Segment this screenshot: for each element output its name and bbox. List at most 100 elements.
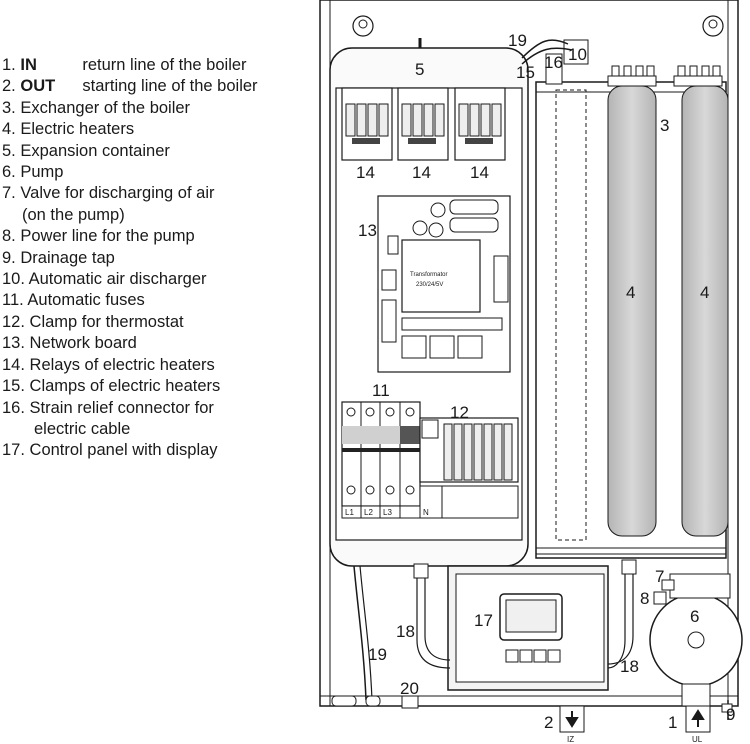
callout-12: 12 xyxy=(450,403,469,422)
legend-text: return line of the boiler xyxy=(82,56,247,74)
callout-20: 20 xyxy=(400,679,419,698)
callout-14a: 14 xyxy=(356,163,375,182)
relay-group-2 xyxy=(397,87,449,161)
legend-number: 7. xyxy=(2,184,16,203)
callout-18-left: 18 xyxy=(396,622,415,641)
legend-number: 6. xyxy=(2,163,16,182)
legend-item: 11. Automatic fuses xyxy=(2,290,312,311)
legend-text: Pump xyxy=(20,163,64,182)
legend-number: 16. xyxy=(2,398,25,417)
terminal-l2: L2 xyxy=(364,508,373,517)
port-iz-label: IZ xyxy=(567,735,574,744)
callout-19-top: 19 xyxy=(508,31,527,50)
drainage-tap-20 xyxy=(401,695,419,709)
legend-key: OUT xyxy=(20,77,56,96)
callout-8: 8 xyxy=(640,589,649,608)
control-panel xyxy=(447,565,609,691)
relay-group-3 xyxy=(454,87,506,161)
legend-number: 14. xyxy=(2,355,25,374)
transformer-rating: 230/24/5V xyxy=(416,282,443,288)
legend-item: 8. Power line for the pump xyxy=(2,226,312,247)
port-out xyxy=(559,705,585,733)
mounting-hole-left xyxy=(352,15,374,37)
heater-head-1 xyxy=(607,65,657,87)
legend-number: 4. xyxy=(2,120,16,139)
legend-continuation: (on the pump) xyxy=(22,205,125,224)
pipe-right xyxy=(607,559,637,669)
callout-2: 2 xyxy=(544,713,553,732)
pipe-left xyxy=(413,563,451,669)
boiler-diagram: 19 15 16 10 5 3 4 4 14 14 14 13 Transfor… xyxy=(319,0,743,744)
legend-text: Clamp for thermostat xyxy=(29,312,184,331)
legend-continuation: electric cable xyxy=(34,419,131,438)
transformer-label: Transformator xyxy=(410,272,447,278)
terminal-l1: L1 xyxy=(345,508,354,517)
legend-text: starting line of the boiler xyxy=(82,77,258,96)
legend-number: 3. xyxy=(2,98,16,117)
terminal-strip xyxy=(341,485,443,519)
electric-cable-lower xyxy=(353,565,367,701)
terminal-n: N xyxy=(423,508,429,517)
port-in xyxy=(685,705,711,733)
thermostat-clamps xyxy=(419,417,519,519)
callout-6: 6 xyxy=(690,607,699,626)
port-ul-label: UL xyxy=(692,735,703,744)
legend-item: 15. Clamps of electric heaters xyxy=(2,376,312,397)
legend-number: 9. xyxy=(2,248,16,267)
legend-text: Power line for the pump xyxy=(20,227,195,246)
callout-17: 17 xyxy=(474,611,493,630)
legend-number: 11. xyxy=(2,291,24,310)
legend-text: Drainage tap xyxy=(20,248,115,267)
callout-4b: 4 xyxy=(700,283,709,302)
legend-text: Valve for discharging of air xyxy=(20,184,215,203)
callout-15: 15 xyxy=(516,63,535,82)
legend-text: Exchanger of the boiler xyxy=(20,98,191,117)
legend-text: Automatic air discharger xyxy=(28,270,207,289)
heater-head-2 xyxy=(673,65,723,87)
legend-item: 17. Control panel with display xyxy=(2,440,312,461)
callout-4a: 4 xyxy=(626,283,635,302)
legend-item: 10. Automatic air discharger xyxy=(2,269,312,290)
callout-16: 16 xyxy=(544,53,563,72)
legend-item: 3. Exchanger of the boiler xyxy=(2,98,312,119)
electric-cable-lower-2 xyxy=(359,565,373,701)
callout-9: 9 xyxy=(726,705,735,724)
legend-number: 15. xyxy=(2,377,25,396)
terminal-l3: L3 xyxy=(383,508,392,517)
legend-number: 13. xyxy=(2,334,25,353)
legend-number: 5. xyxy=(2,141,16,160)
relay-group-1 xyxy=(341,87,393,161)
foot-left xyxy=(331,695,357,707)
legend-number: 1. xyxy=(2,56,16,74)
legend-text: Automatic fuses xyxy=(27,291,145,310)
strain-relief-connector xyxy=(545,53,563,85)
legend-item: 12. Clamp for thermostat xyxy=(2,312,312,333)
legend-number: 10. xyxy=(2,270,25,289)
legend-text: Electric heaters xyxy=(20,120,135,139)
legend-number: 2. xyxy=(2,77,16,96)
callout-13: 13 xyxy=(358,221,377,240)
callout-3: 3 xyxy=(660,116,669,135)
legend-item: 2. OUT starting line of the boiler xyxy=(2,76,312,97)
mounting-hole-right xyxy=(702,15,724,37)
callout-11: 11 xyxy=(372,381,390,400)
legend-number: 17. xyxy=(2,441,25,460)
electric-heater-2 xyxy=(681,85,729,537)
legend-item: 6. Pump xyxy=(2,162,312,183)
legend-text: Network board xyxy=(29,334,137,353)
legend-text: Clamps of electric heaters xyxy=(29,377,221,396)
callout-1: 1 xyxy=(668,713,677,732)
foot-right xyxy=(365,695,381,707)
air-valve xyxy=(661,579,675,591)
network-board xyxy=(377,195,511,373)
legend-item: 7. Valve for discharging of air xyxy=(2,183,312,204)
legend-item: 4. Electric heaters xyxy=(2,119,312,140)
callout-18-right: 18 xyxy=(620,657,639,676)
pump-power-line xyxy=(653,591,667,605)
callout-10: 10 xyxy=(568,45,587,64)
legend-item: 9. Drainage tap xyxy=(2,248,312,269)
callout-7: 7 xyxy=(655,567,664,586)
callout-14c: 14 xyxy=(470,163,489,182)
